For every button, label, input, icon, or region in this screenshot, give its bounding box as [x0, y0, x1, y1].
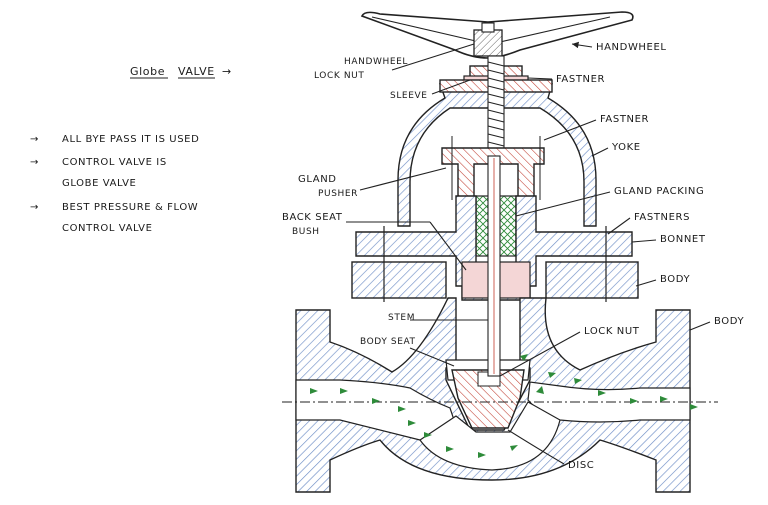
label-body-seat: BODY SEAT	[360, 337, 416, 347]
diagram-title: Globe VALVE →	[130, 65, 232, 79]
label-gland-pusher-1: GLAND	[298, 174, 337, 185]
title-arrow: →	[222, 65, 232, 78]
label-handwheel: HANDWHEEL	[596, 42, 667, 53]
label-fastner-mid: FASTNER	[600, 114, 649, 125]
label-stem: STEM	[388, 313, 415, 323]
note-bullet: →	[30, 157, 39, 168]
label-fastner-top: FASTNER	[556, 74, 605, 85]
labels: HANDWHEEL HANDWHEEL LOCK NUT FASTNER SLE…	[282, 41, 745, 471]
gland-pusher	[441, 147, 545, 199]
note-bullet: →	[30, 202, 39, 213]
valve-drawing	[282, 11, 718, 493]
label-back-seat-1: BACK SEAT	[282, 212, 343, 223]
label-gland-pusher-2: PUSHER	[318, 189, 358, 199]
top-lock-nut	[473, 29, 503, 57]
label-gland-packing: GLAND PACKING	[614, 186, 704, 197]
body-flange-right	[545, 261, 639, 299]
title-word: VALVE	[178, 65, 215, 78]
note-line: CONTROL VALVE	[62, 223, 153, 234]
disc-leader	[507, 429, 565, 465]
valve-body	[295, 297, 691, 493]
label-sleeve: SLEEVE	[390, 91, 428, 101]
body-flange-left	[351, 261, 447, 299]
handwheel-spokes	[371, 16, 611, 43]
label-body-right: BODY	[714, 316, 745, 327]
notes-list: → ALL BYE PASS IT IS USED → CONTROL VALV…	[30, 134, 199, 234]
note-line: BEST PRESSURE & FLOW	[62, 202, 198, 213]
label-back-seat-2: BUSH	[292, 227, 320, 237]
label-yoke: YOKE	[611, 142, 641, 153]
disc	[451, 369, 525, 429]
label-body-mid: BODY	[660, 274, 691, 285]
fastener-bolts	[383, 136, 607, 302]
note-item: → ALL BYE PASS IT IS USED	[30, 134, 199, 145]
handwheel	[360, 11, 634, 59]
label-lock-nut-disc: LOCK NUT	[584, 326, 640, 337]
label-lock-nut-top: LOCK NUT	[314, 71, 364, 81]
label-disc: DISC	[568, 460, 594, 471]
note-line: ALL BYE PASS IT IS USED	[62, 134, 199, 145]
flow-passage-lower	[419, 401, 561, 471]
note-line: GLOBE VALVE	[62, 178, 136, 189]
note-bullet: →	[30, 134, 39, 145]
label-bonnet: BONNET	[660, 234, 706, 245]
title-prefix: Globe	[130, 65, 165, 78]
stem-top	[481, 22, 495, 33]
flow-arrows	[310, 354, 698, 458]
stem-threads	[487, 61, 505, 155]
note-item: → BEST PRESSURE & FLOW CONTROL VALVE	[30, 202, 198, 234]
label-handwheel-left: HANDWHEEL	[344, 57, 408, 67]
yoke	[397, 83, 597, 227]
note-line: CONTROL VALVE IS	[62, 157, 167, 168]
note-item: → CONTROL VALVE IS GLOBE VALVE	[30, 157, 167, 189]
label-fastners: FASTNERS	[634, 212, 690, 223]
